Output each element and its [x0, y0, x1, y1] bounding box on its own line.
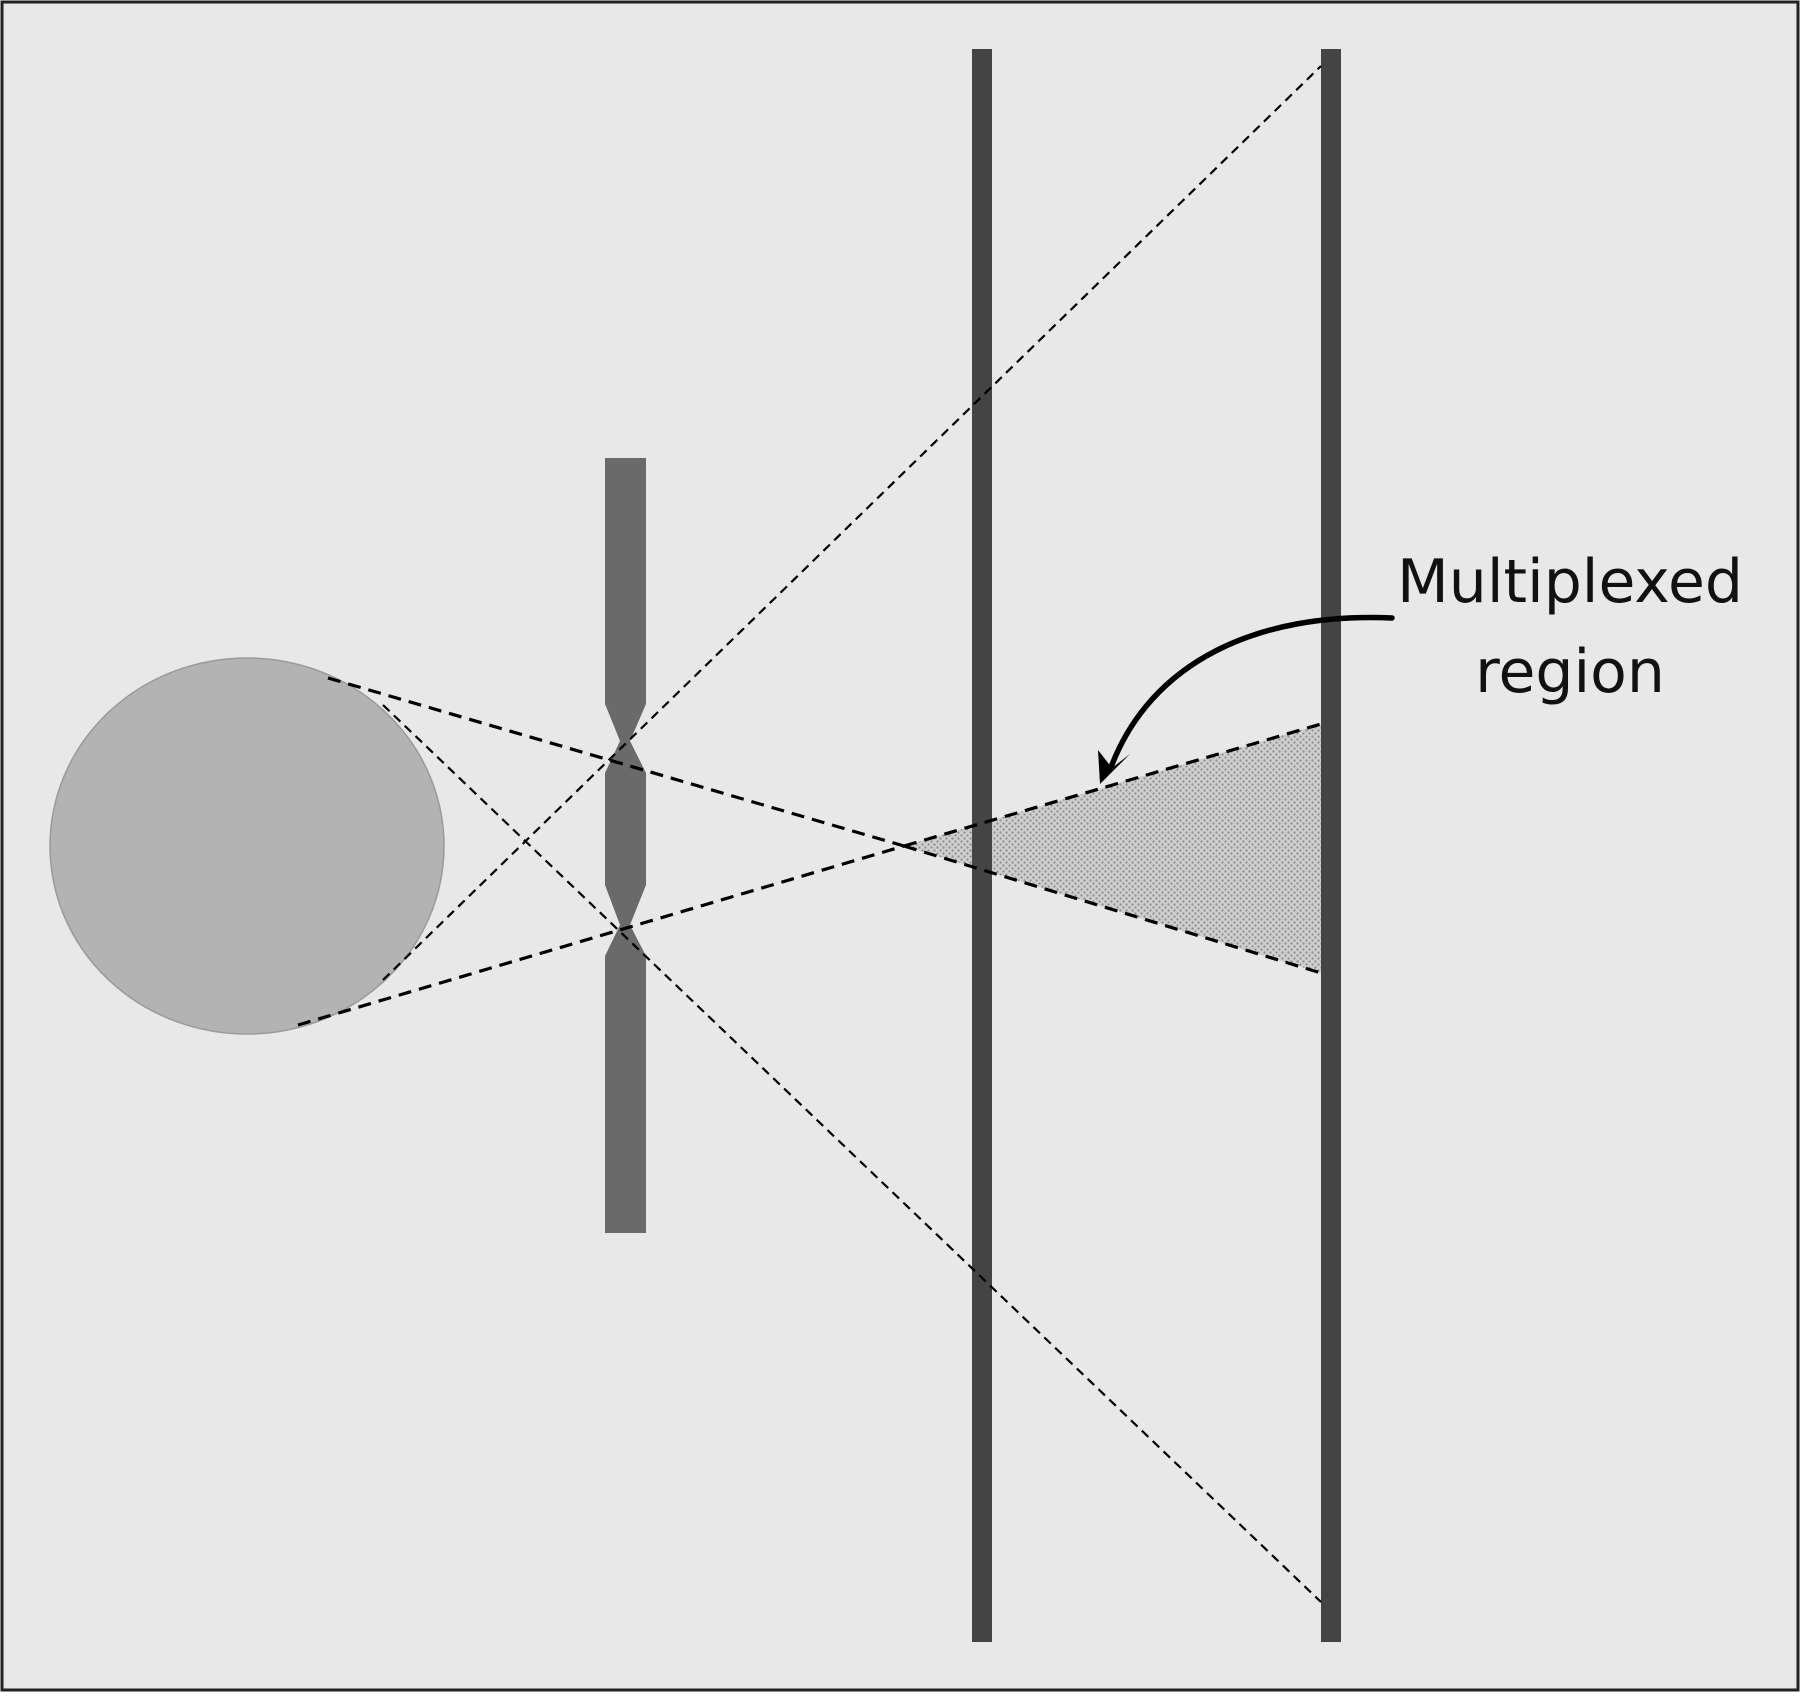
detector-plane-near — [972, 49, 992, 1642]
region-label-line-2: region — [1475, 637, 1665, 707]
field-of-view-ray-bottom — [382, 704, 1322, 1603]
multiplexed-region — [904, 724, 1321, 973]
coded-aperture-plate — [605, 458, 646, 1233]
region-boundary-ray-bottom — [903, 844, 1322, 975]
callout-arrow — [1107, 614, 1395, 773]
field-of-view-ray-top — [382, 65, 1322, 981]
pinhole-ray-lower — [297, 844, 905, 1027]
source-object-circle — [49, 657, 445, 1035]
region-label-line-1: Multiplexed — [1397, 547, 1743, 617]
pinhole-ray-upper — [327, 676, 905, 848]
region-boundary-ray-top — [903, 722, 1322, 848]
detector-plane-far — [1321, 49, 1341, 1642]
callout-arrowhead-icon — [1098, 750, 1130, 784]
